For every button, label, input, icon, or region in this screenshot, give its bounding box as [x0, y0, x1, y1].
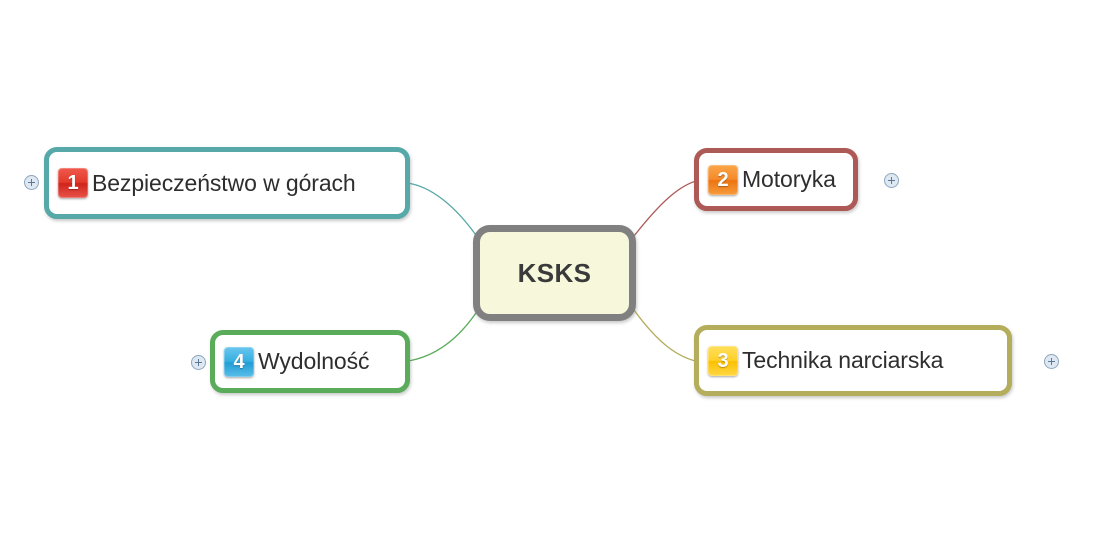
expand-icon-branch-4[interactable]	[191, 355, 206, 370]
node-branch-1-label: Bezpieczeństwo w górach	[92, 169, 356, 196]
node-branch-4[interactable]: 4 Wydolność	[210, 330, 410, 393]
node-branch-2-label: Motoryka	[742, 166, 836, 192]
node-central-label: KSKS	[517, 258, 592, 288]
node-branch-1[interactable]: 1 Bezpieczeństwo w górach	[44, 147, 410, 219]
connector-central-to-branch-2	[633, 179, 701, 237]
node-branch-4-content: 4 Wydolność	[215, 335, 405, 388]
badge-number-1: 1	[58, 168, 88, 198]
node-branch-1-content: 1 Bezpieczeństwo w górach	[49, 152, 405, 214]
connector-central-to-branch-1	[406, 182, 479, 239]
expand-icon-branch-2[interactable]	[884, 173, 899, 188]
node-branch-3-label: Technika narciarska	[742, 347, 944, 373]
expand-icon-branch-1[interactable]	[24, 175, 39, 190]
node-branch-2-content: 2 Motoryka	[699, 153, 853, 206]
node-branch-3[interactable]: 3 Technika narciarska	[694, 325, 1012, 396]
node-branch-4-label: Wydolność	[258, 348, 370, 374]
node-central[interactable]: KSKS	[473, 225, 636, 321]
node-branch-3-content: 3 Technika narciarska	[699, 330, 1007, 391]
connector-central-to-branch-4	[407, 309, 479, 362]
expand-icon-branch-3[interactable]	[1044, 354, 1059, 369]
badge-number-3: 3	[708, 345, 738, 376]
connector-central-to-branch-3	[633, 309, 701, 363]
node-branch-2[interactable]: 2 Motoryka	[694, 148, 858, 211]
badge-number-2: 2	[708, 164, 738, 195]
badge-number-4: 4	[224, 346, 254, 377]
